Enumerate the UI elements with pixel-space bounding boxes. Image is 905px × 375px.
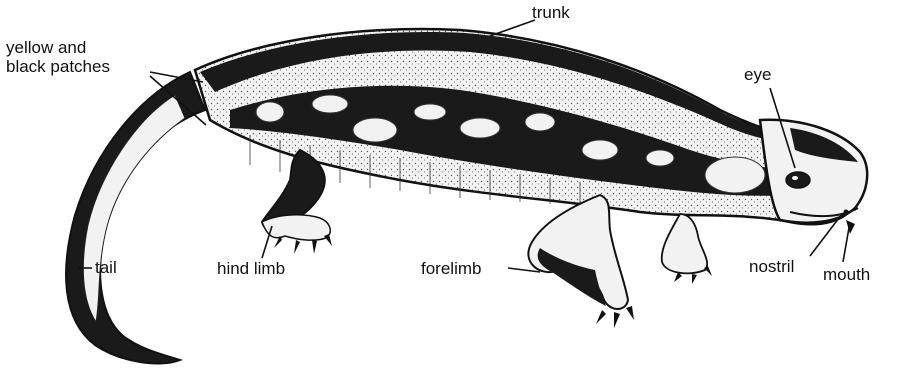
label-tail: tail [95,258,117,277]
eye-highlight [792,176,798,180]
label-hind-limb: hind limb [217,259,285,278]
label-yellow-and-black-patches: yellow and black patches [6,38,110,76]
label-forelimb: forelimb [421,259,481,278]
far-forelimb-shape [662,214,707,273]
label-eye: eye [744,65,771,84]
mouth-arrow-head [846,220,855,234]
label-nostril: nostril [749,257,794,276]
label-mouth: mouth [823,265,870,284]
nostril-shape [844,210,849,215]
eye-shape [786,172,810,188]
trunk-leader [490,20,535,36]
label-trunk: trunk [532,3,570,22]
